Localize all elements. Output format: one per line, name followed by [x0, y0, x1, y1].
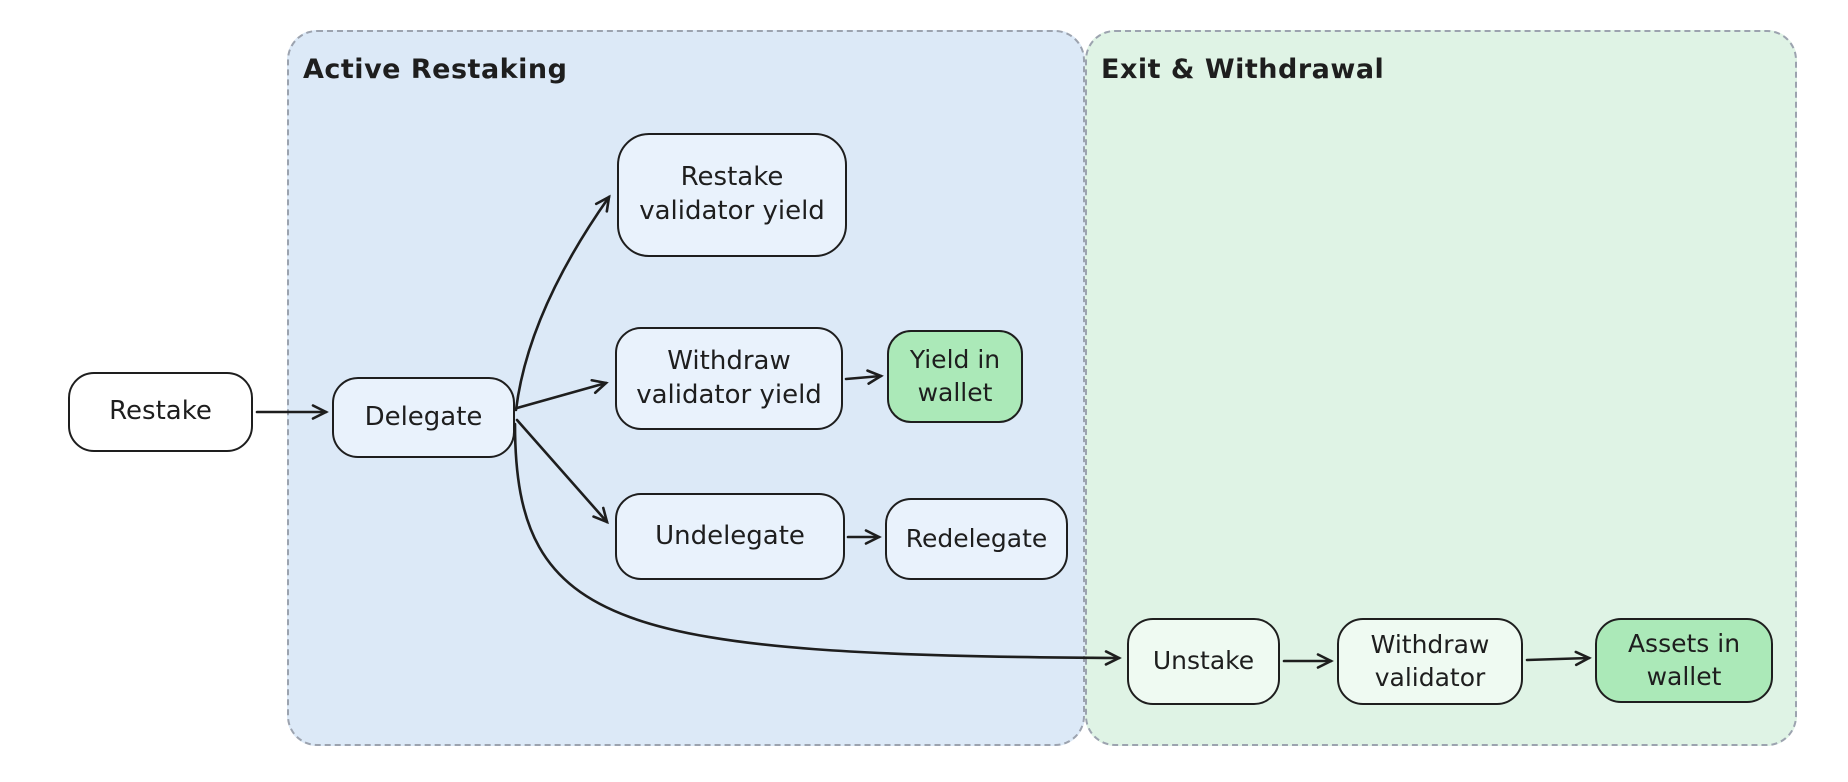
- edge-delegate-to-withdraw-validator-yield[interactable]: [515, 378, 609, 410]
- node-redelegate-label: Redelegate: [905, 523, 1048, 553]
- node-restake-label: Restake: [109, 396, 212, 427]
- node-undelegate[interactable]: Undelegate: [615, 493, 845, 580]
- container-active-restaking-label: Active Restaking: [303, 54, 568, 85]
- edge-withdraw-validator-yield-to-yield-in-wallet[interactable]: [844, 369, 884, 385]
- node-restake-validator-yield[interactable]: Restake validator yield: [617, 133, 847, 257]
- node-yield-in-wallet-label: Yield in wallet: [909, 345, 1001, 407]
- node-assets-in-wallet[interactable]: Assets in wallet: [1595, 618, 1773, 703]
- node-undelegate-label: Undelegate: [655, 520, 805, 551]
- node-assets-in-wallet-label: Assets in wallet: [1627, 629, 1741, 691]
- node-restake[interactable]: Restake: [68, 372, 253, 452]
- edge-delegate-to-unstake[interactable]: [513, 422, 1122, 666]
- edge-delegate-to-restake-validator-yield[interactable]: [514, 194, 611, 412]
- node-redelegate[interactable]: Redelegate: [885, 498, 1068, 580]
- node-withdraw-validator[interactable]: Withdraw validator: [1337, 618, 1523, 705]
- node-yield-in-wallet[interactable]: Yield in wallet: [887, 330, 1023, 423]
- container-exit-withdrawal-label: Exit & Withdrawal: [1101, 54, 1385, 85]
- node-unstake[interactable]: Unstake: [1127, 618, 1280, 705]
- node-unstake-label: Unstake: [1152, 646, 1255, 676]
- node-delegate-label: Delegate: [364, 401, 483, 432]
- node-withdraw-validator-label: Withdraw validator: [1370, 630, 1490, 692]
- edge-delegate-to-undelegate[interactable]: [515, 418, 609, 525]
- node-withdraw-validator-yield[interactable]: Withdraw validator yield: [615, 327, 843, 430]
- edge-withdraw-validator-to-assets-in-wallet[interactable]: [1525, 650, 1592, 667]
- node-restake-validator-yield-label: Restake validator yield: [639, 162, 825, 226]
- node-delegate[interactable]: Delegate: [332, 377, 515, 458]
- node-withdraw-validator-yield-label: Withdraw validator yield: [636, 345, 822, 410]
